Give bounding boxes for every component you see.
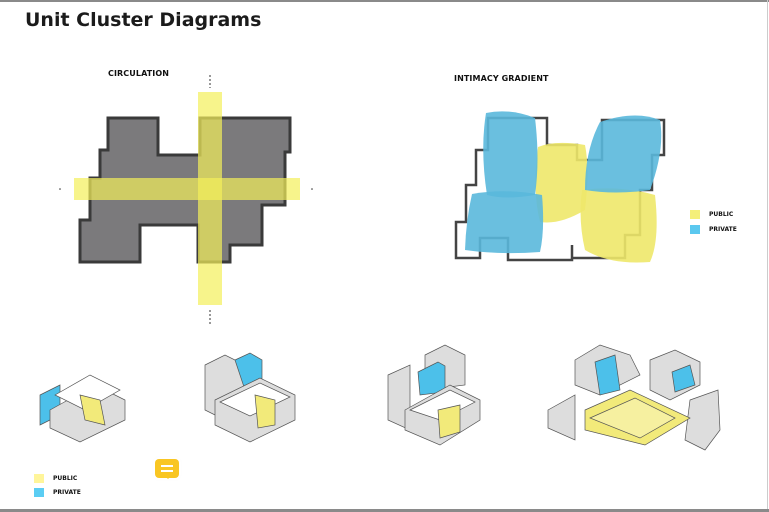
bottom-border: [0, 509, 769, 512]
top-border: [0, 0, 769, 2]
legend-private-label: PRIVATE: [709, 226, 737, 233]
iso-diagram-4: [547, 344, 721, 451]
bottom-legend-private: PRIVATE: [34, 488, 81, 497]
page-title: Unit Cluster Diagrams: [25, 9, 262, 31]
private-swatch: [690, 225, 700, 234]
bottom-legend-public: PUBLIC: [34, 474, 77, 483]
public-swatch: [34, 474, 44, 483]
bottom-legend-public-label: PUBLIC: [53, 475, 78, 482]
right-border: [767, 0, 768, 512]
legend-public: PUBLIC: [690, 210, 733, 219]
iso-diagram-3: [387, 344, 481, 446]
private-swatch: [34, 488, 44, 497]
bottom-legend-private-label: PRIVATE: [53, 489, 81, 496]
legend-public-label: PUBLIC: [709, 211, 734, 218]
intimacy-gradient-label: INTIMACY GRADIENT: [454, 74, 549, 83]
public-swatch: [690, 210, 700, 219]
iso-diagram-2: [204, 352, 296, 443]
legend-private: PRIVATE: [690, 225, 737, 234]
intimacy-plan: [454, 111, 666, 263]
circulation-label: CIRCULATION: [108, 69, 170, 78]
circulation-plan: [59, 75, 313, 326]
iso-diagram-1: [39, 374, 126, 443]
comment-icon[interactable]: [155, 459, 179, 479]
